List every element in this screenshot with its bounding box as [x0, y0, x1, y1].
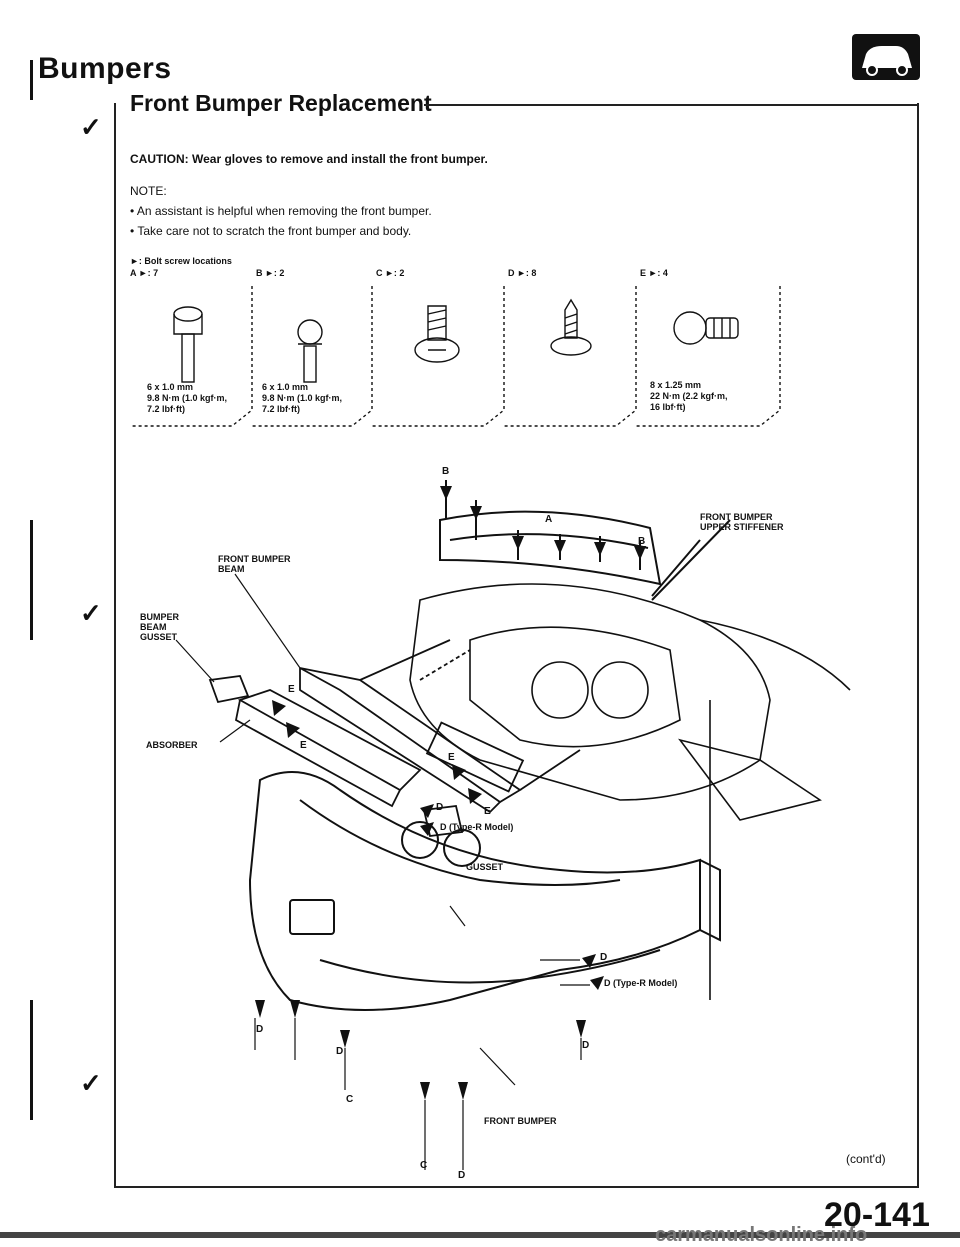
locator-letter: D: [600, 952, 608, 963]
callout-upper-stiffener: FRONT BUMPER UPPER STIFFENER: [700, 512, 784, 532]
section-subtitle: Front Bumper Replacement: [130, 90, 432, 116]
caution-text: CAUTION: Wear gloves to remove and insta…: [130, 152, 488, 166]
frame-right-border: [917, 103, 919, 1188]
locator-letter: E: [300, 740, 307, 751]
locator-letter: A: [545, 514, 553, 525]
page-title: Bumpers: [38, 52, 172, 85]
locator-letter: D: [436, 802, 444, 813]
caution-body: Wear gloves to remove and install the fr…: [192, 152, 488, 166]
fastener-spec-a: 6 x 1.0 mm 9.8 N·m (1.0 kgf·m, 7.2 lbf·f…: [147, 382, 228, 414]
fastener-spec-b: 6 x 1.0 mm 9.8 N·m (1.0 kgf·m, 7.2 lbf·f…: [262, 382, 343, 414]
fastener-location-d: D ►: 8: [508, 268, 537, 278]
locator-letter: C: [346, 1094, 354, 1105]
callout-gusset: GUSSET: [466, 862, 504, 872]
locator-letter: B: [638, 536, 646, 547]
callout-absorber: ABSORBER: [146, 740, 198, 750]
watermark: carmanualsonline.info: [655, 1224, 868, 1246]
locator-letter: D: [256, 1024, 264, 1035]
note-item: • An assistant is helpful when removing …: [130, 204, 432, 218]
callout-front-bumper: FRONT BUMPER: [484, 1116, 557, 1126]
check-mark-icon: ✓: [80, 598, 102, 628]
frame-left-border: [114, 103, 116, 1188]
locator-letter: D: [336, 1046, 344, 1057]
callout-bumper-beam: FRONT BUMPER BEAM: [218, 554, 291, 574]
check-mark-icon: ✓: [80, 1068, 102, 1098]
locator-letter: D: [458, 1170, 466, 1181]
locator-letter: E: [288, 684, 295, 695]
fastener-location-c: C ►: 2: [376, 268, 405, 278]
fastener-location-e: E ►: 4: [640, 268, 668, 278]
note-item: • Take care not to scratch the front bum…: [130, 224, 412, 238]
fastener-location-a: A ►: 7: [130, 268, 159, 278]
continued-note: (cont'd): [846, 1152, 886, 1166]
car-section-icon: [852, 34, 920, 80]
subtitle-rule: [424, 104, 918, 106]
callout-type-r-upper: D (Type-R Model): [440, 822, 514, 832]
page-number: 20-141: [824, 1196, 930, 1234]
callout-type-r-lower: D (Type-R Model): [604, 978, 678, 988]
margin-mark: [30, 1000, 33, 1120]
locator-letter: D: [582, 1040, 590, 1051]
frame-bottom-border: [114, 1186, 919, 1188]
bolt-legend: ►: Bolt screw locations: [130, 256, 232, 266]
fastener-spec-e: 8 x 1.25 mm 22 N·m (2.2 kgf·m, 16 lbf·ft…: [650, 380, 728, 412]
caution-label: CAUTION:: [130, 152, 189, 166]
locator-letter: C: [420, 1160, 428, 1171]
callout-beam-gusset: BUMPER BEAM GUSSET: [140, 612, 180, 642]
margin-mark: [30, 60, 33, 100]
locator-letter: E: [448, 752, 455, 763]
bottom-bar: [0, 1232, 960, 1238]
check-mark-icon: ✓: [80, 112, 102, 142]
fastener-location-b: B ►: 2: [256, 268, 285, 278]
margin-mark: [30, 520, 33, 640]
locator-letter: B: [442, 466, 450, 477]
locator-letter: E: [484, 806, 491, 817]
note-label: NOTE:: [130, 184, 167, 198]
